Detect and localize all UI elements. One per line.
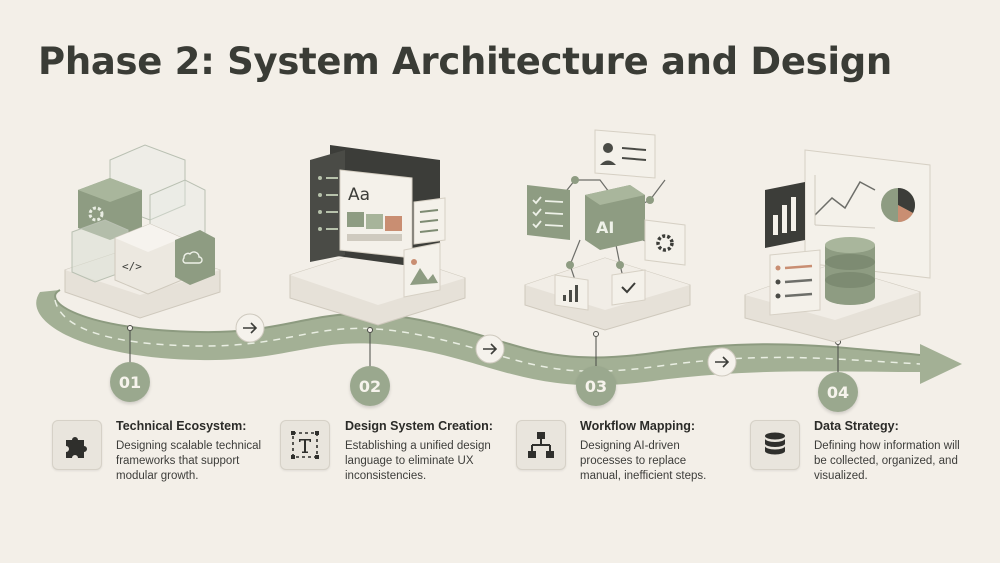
technical-ecosystem-illustration: </>: [64, 144, 221, 319]
checkmark-icon: [621, 282, 636, 294]
design-system-illustration: Aa: [289, 145, 466, 326]
step-4-icon-tile: [750, 420, 800, 470]
data-strategy-illustration: [744, 149, 931, 343]
step-1-description: Designing scalable technical frameworks …: [116, 440, 262, 482]
step-number-1: 01: [110, 362, 150, 402]
step-2-icon-tile: [280, 420, 330, 470]
step-1-text: Technical Ecosystem: Designing scalable …: [116, 419, 266, 484]
step-2-title: Design System Creation:: [345, 419, 493, 433]
step-number-4: 04: [818, 372, 858, 412]
road-arrowhead: [920, 344, 962, 384]
cloud-icon: [182, 251, 203, 264]
gear-icon: [656, 234, 674, 252]
pie-chart-icon: [898, 188, 915, 213]
step-1-icon-tile: [52, 420, 102, 470]
flowchart-icon: [528, 432, 554, 458]
step-4-description: Defining how information will be collect…: [814, 440, 960, 482]
code-icon: </>: [122, 260, 142, 273]
ai-chip-icon: AI: [596, 218, 614, 237]
image-icon: [410, 268, 438, 285]
road-arrow-icon: [707, 347, 737, 377]
puzzle-icon: [66, 437, 87, 458]
step-3-title: Workflow Mapping:: [580, 419, 696, 433]
text-frame-icon: [291, 431, 319, 459]
step-1-title: Technical Ecosystem:: [116, 419, 247, 433]
step-3-icon-tile: [516, 420, 566, 470]
road-center-line: [54, 299, 921, 372]
line-chart-icon: [814, 180, 876, 216]
step-3-text: Workflow Mapping: Designing AI-driven pr…: [580, 419, 730, 484]
database-icon: [765, 432, 785, 455]
user-icon: [603, 143, 613, 153]
step-2-text: Design System Creation: Establishing a u…: [345, 419, 495, 484]
page-title: Phase 2: System Architecture and Design: [38, 40, 892, 83]
road-arrow-icon: [235, 313, 265, 343]
gear-icon: [88, 206, 104, 222]
database-cylinder: [825, 237, 875, 305]
step-3-description: Designing AI-driven processes to replace…: [580, 440, 707, 482]
step-number-2: 02: [350, 366, 390, 406]
step-2-description: Establishing a unified design language t…: [345, 440, 491, 482]
road-arrow-icon: [475, 334, 505, 364]
checklist-icon: [532, 196, 564, 229]
step-4-title: Data Strategy:: [814, 419, 899, 433]
bar-chart-icon: [773, 197, 796, 235]
step-number-3: 03: [576, 366, 616, 406]
bar-chart-icon: [563, 285, 578, 302]
typography-sample: Aa: [348, 185, 370, 205]
workflow-illustration: AI: [524, 129, 691, 331]
step-4-text: Data Strategy: Defining how information …: [814, 419, 964, 484]
